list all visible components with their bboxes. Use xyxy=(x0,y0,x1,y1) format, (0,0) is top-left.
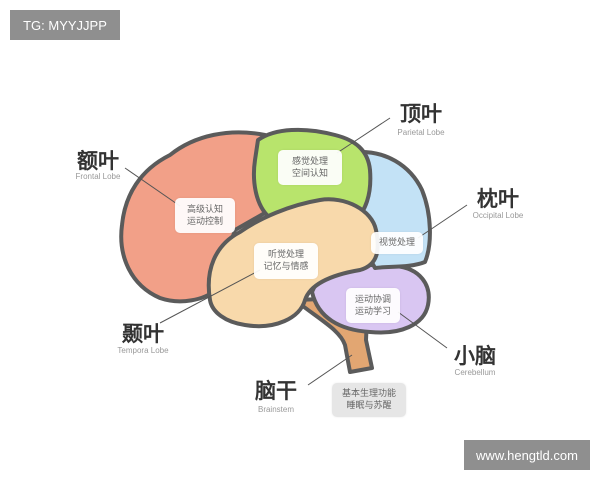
cerebellum-english: Cerebellum xyxy=(454,368,496,377)
function-text: 基本生理功能 xyxy=(341,389,396,399)
temporal-leader-line xyxy=(159,269,261,324)
function-text: 感觉处理 xyxy=(291,156,328,167)
watermark-top-left: TG: MYYJJPP xyxy=(10,10,120,40)
occipital-lobe-label: 枕叶 xyxy=(477,187,519,211)
cerebellum-leader-line xyxy=(397,311,448,349)
brainstem-label: 脑干 xyxy=(255,379,297,403)
function-text: 运动控制 xyxy=(186,216,223,227)
function-text: 睡眠与苏醒 xyxy=(346,401,392,411)
temporal-lobe-label: 颞叶 xyxy=(122,322,164,346)
occipital-lobe-english: Occipital Lobe xyxy=(472,211,524,220)
function-text: 高级认知 xyxy=(186,204,223,215)
function-text: 运动协调 xyxy=(354,294,391,305)
frontal-lobe-english: Frontal Lobe xyxy=(75,172,121,181)
function-text: 运动学习 xyxy=(354,306,391,317)
frontal-function-box: 高级认知 运动控制 xyxy=(175,198,235,233)
frontal-leader-line xyxy=(124,167,181,207)
temporal-function-box: 听觉处理 记忆与情感 xyxy=(254,243,318,279)
parietal-leader-line xyxy=(336,117,391,154)
temporal-lobe-english: Tempora Lobe xyxy=(117,346,169,355)
function-text: 空间认知 xyxy=(291,168,328,179)
cerebellum-label: 小脑 xyxy=(454,344,496,368)
occipital-leader-line xyxy=(417,204,468,239)
brainstem-english: Brainstem xyxy=(257,405,294,414)
brainstem-leader-line xyxy=(307,354,353,386)
cerebellum-function-box: 运动协调 运动学习 xyxy=(346,288,400,323)
occipital-function-box: 视觉处理 xyxy=(371,232,423,254)
parietal-lobe-label: 顶叶 xyxy=(400,102,442,126)
function-text: 记忆与情感 xyxy=(263,262,309,272)
parietal-function-box: 感觉处理 空间认知 xyxy=(278,150,342,185)
function-text: 听觉处理 xyxy=(267,250,304,260)
parietal-lobe-english: Parietal Lobe xyxy=(397,128,445,137)
brainstem-function-box: 基本生理功能 睡眠与苏醒 xyxy=(332,383,406,417)
function-text: 视觉处理 xyxy=(378,238,415,248)
frontal-lobe-label: 额叶 xyxy=(77,149,119,173)
watermark-bottom-right: www.hengtld.com xyxy=(464,440,590,470)
